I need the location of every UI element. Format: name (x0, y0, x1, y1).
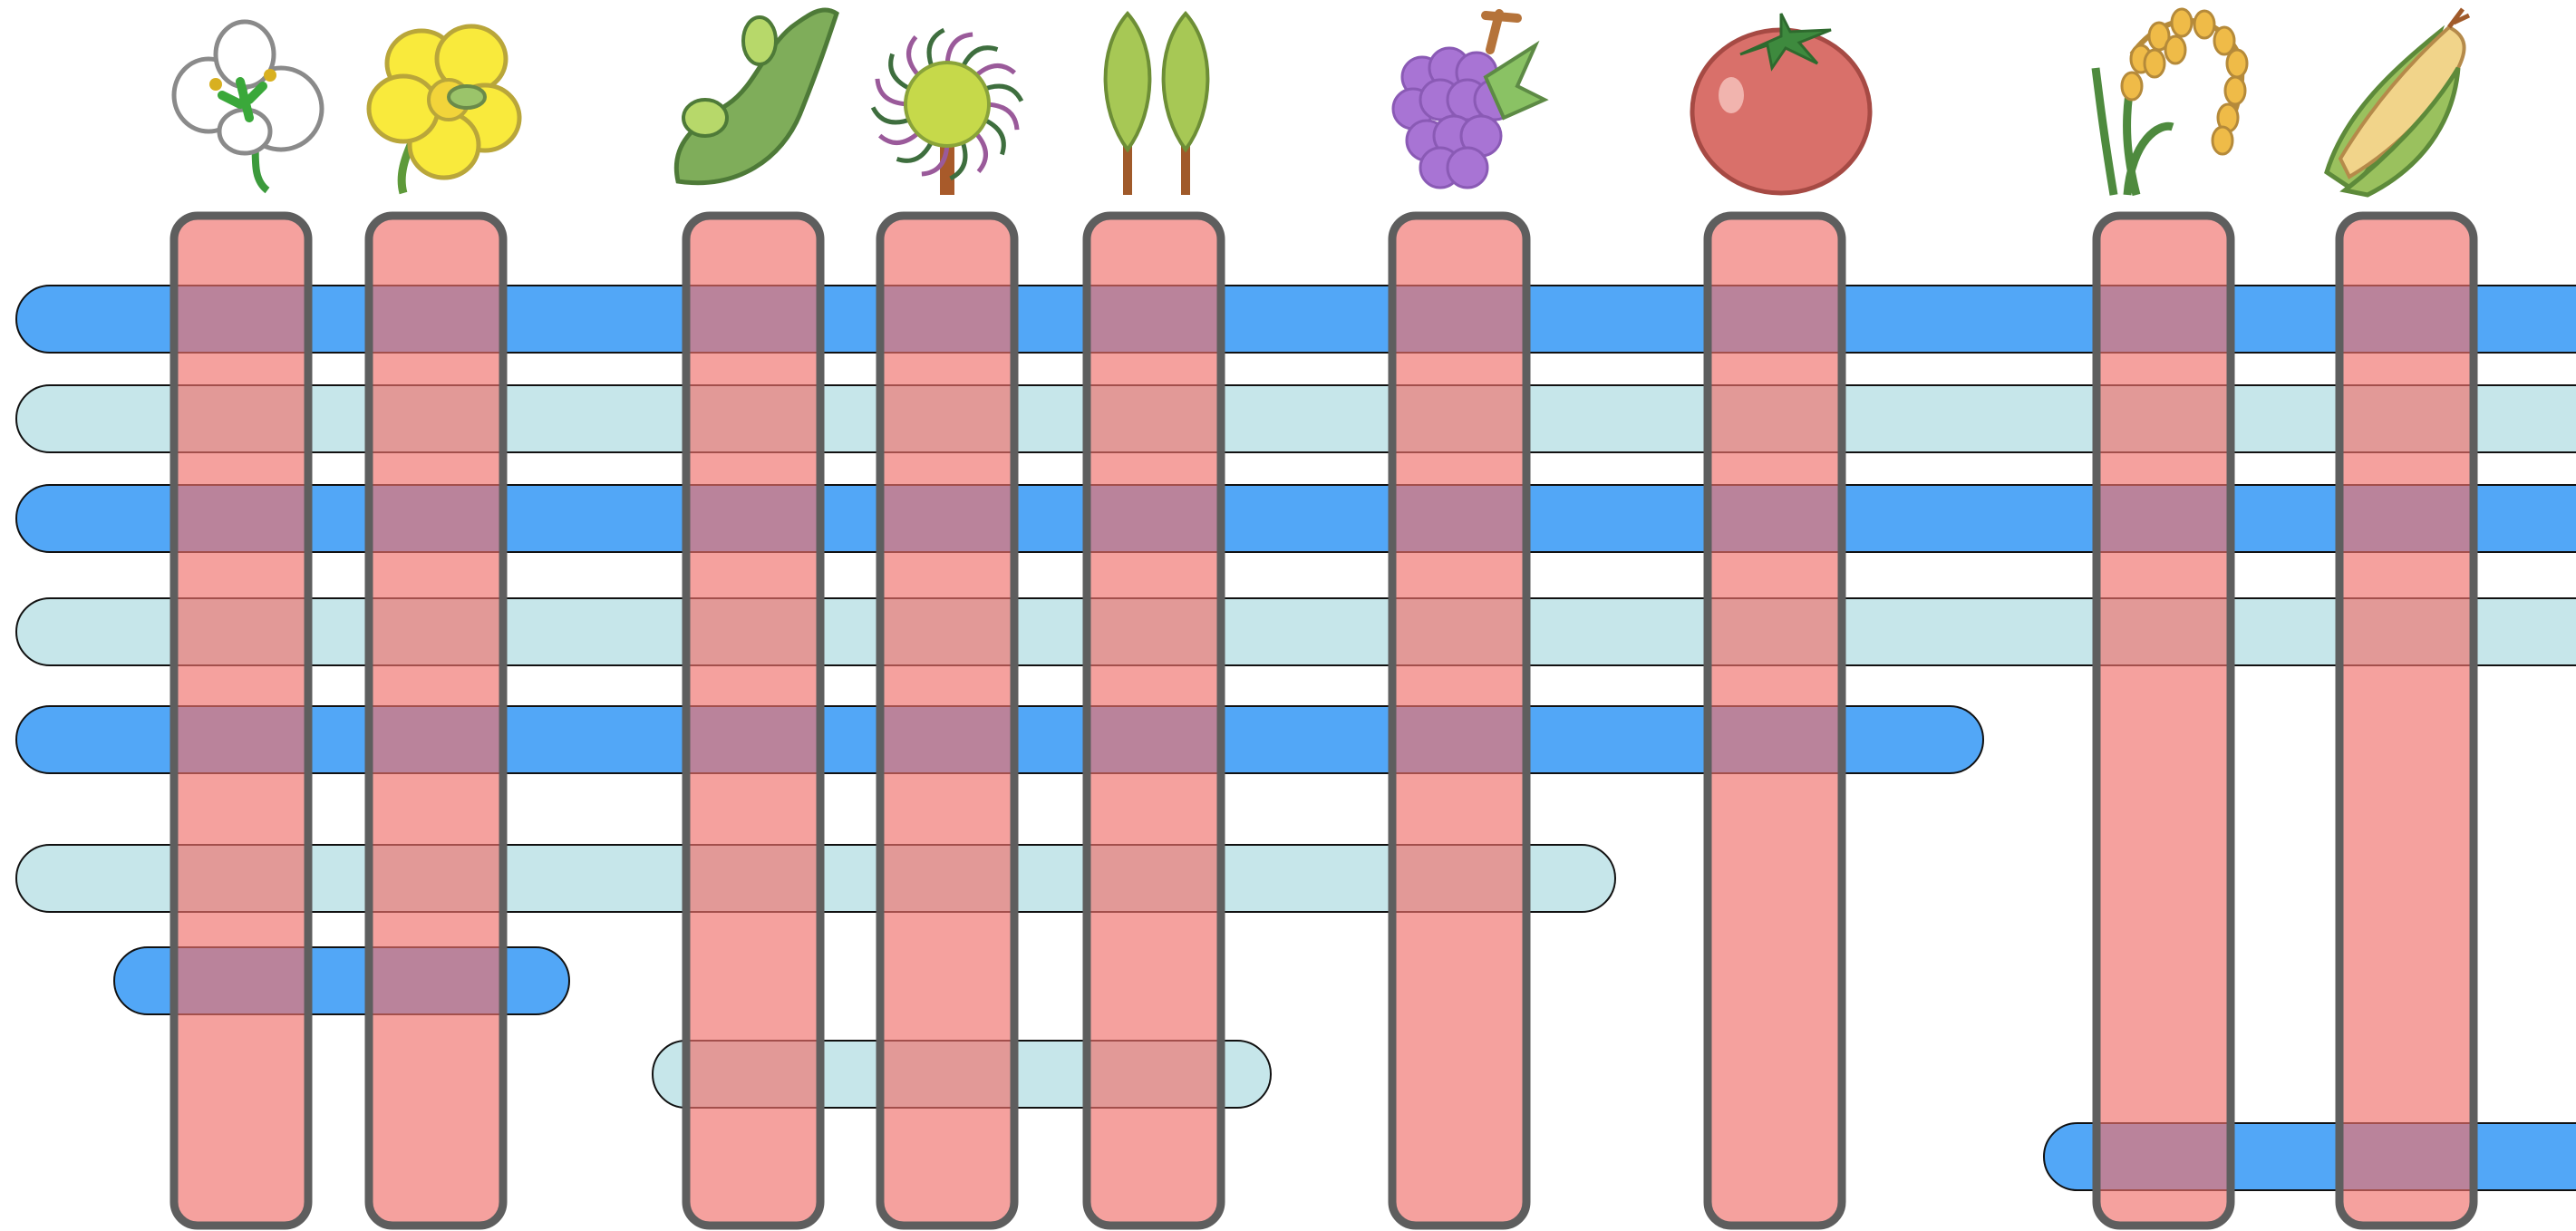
species-column-4 (880, 216, 1014, 1226)
species-column-8 (2097, 216, 2231, 1226)
tomato-icon (1692, 14, 1870, 193)
species-icons (174, 9, 2469, 195)
rice-plant-icon (2096, 9, 2247, 195)
species-column-9 (2339, 216, 2474, 1226)
species-column-7 (1708, 216, 1842, 1226)
species-column-5 (1087, 216, 1221, 1226)
species-column-1 (174, 216, 308, 1226)
maize-cob-icon (2327, 9, 2469, 195)
species-column-2 (369, 216, 503, 1226)
poplar-tree-icon (1106, 14, 1208, 195)
species-column-3 (686, 216, 820, 1226)
arabidopsis-flower-icon (174, 22, 322, 190)
grape-cluster-icon (1393, 14, 1545, 188)
species-column-6 (1392, 216, 1526, 1226)
medicago-seedhead-icon (873, 30, 1022, 195)
rapeseed-flower-icon (369, 26, 519, 193)
soybean-pod-icon (676, 10, 837, 183)
